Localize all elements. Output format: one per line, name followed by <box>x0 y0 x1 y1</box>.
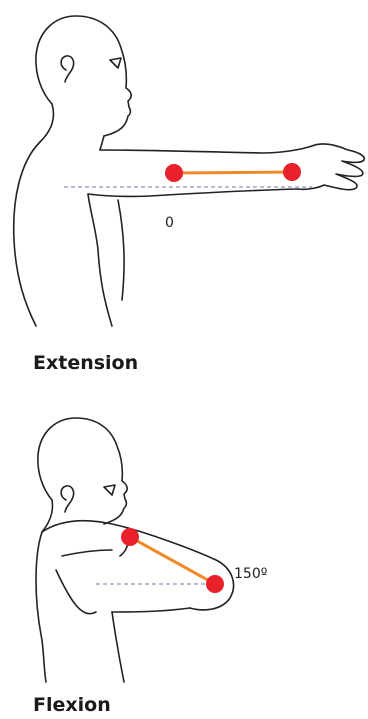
flexion-figure-outline <box>36 418 234 682</box>
extension-wrist-marker <box>283 163 301 181</box>
extension-label: Extension <box>33 352 138 374</box>
flexion-forearm-segment <box>130 537 215 584</box>
flexion-elbow-marker <box>206 575 224 593</box>
flexion-label: Flexion <box>33 694 111 716</box>
extension-figure-outline <box>14 16 365 326</box>
flexion-panel: 150º Flexion <box>33 418 267 716</box>
extension-angle-label: 0 <box>165 215 174 231</box>
flexion-wrist-marker <box>121 528 139 546</box>
flexion-angle-label: 150º <box>234 566 267 582</box>
extension-elbow-marker <box>165 164 183 182</box>
extension-forearm-segment <box>174 172 292 173</box>
extension-panel: 0 Extension <box>14 16 365 374</box>
